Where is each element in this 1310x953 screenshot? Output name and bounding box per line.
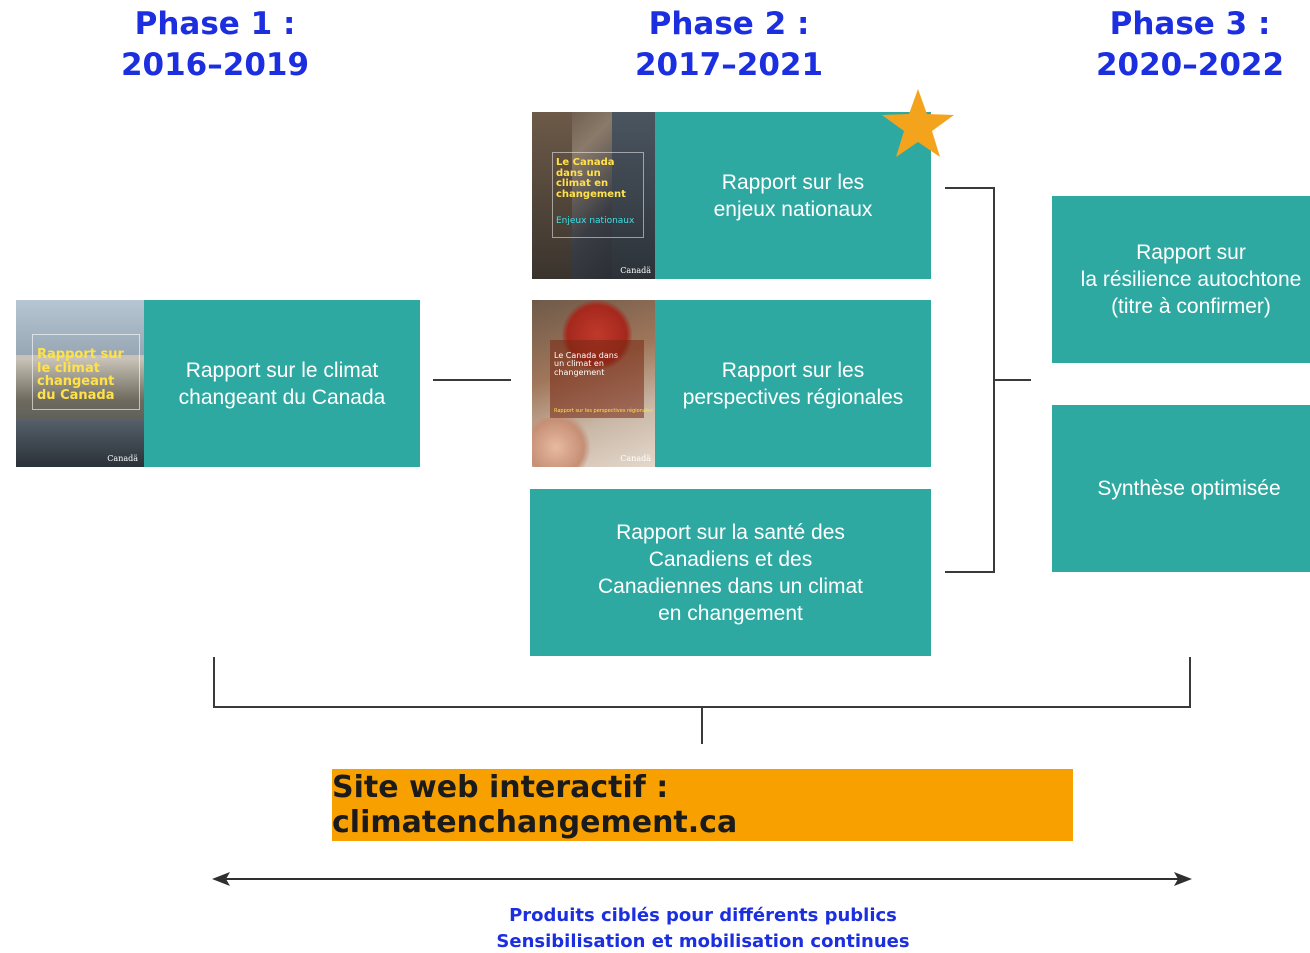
cover-title: Le Canada dans un climat en changement [556, 157, 626, 200]
footer-line-1: Produits ciblés pour différents publics [509, 905, 897, 926]
website-bracket-right [1189, 657, 1191, 708]
synthesis-box[interactable]: Synthèse optimisée [1052, 405, 1310, 572]
phase-1-heading: Phase 1 : 2016–2019 [65, 4, 365, 86]
website-bracket-left [213, 657, 215, 708]
phase-3-label: Phase 3 : [1109, 6, 1271, 42]
double-arrow-icon [212, 872, 1192, 886]
phase-3-years: 2020–2022 [1095, 47, 1285, 83]
phase-2-label: Phase 2 : [648, 6, 810, 42]
bracket-top [945, 187, 995, 189]
cover-subtitle: Rapport sur les perspectives régionales [554, 408, 653, 414]
cover-title: Rapport sur le climat changeant du Canad… [37, 347, 124, 403]
report-label: Rapport sur le climat changeant du Canad… [178, 358, 386, 409]
report-label: Rapport sur la santé des Canadiens et de… [597, 520, 863, 625]
connector-phase2-phase3 [993, 379, 1031, 381]
connector-phase1-phase2 [433, 379, 511, 381]
report-label: Rapport sur les perspectives régionales [682, 358, 904, 409]
report-box-national[interactable]: Rapport sur les enjeux nationaux [655, 112, 931, 279]
report-box-regional[interactable]: Rapport sur les perspectives régionales [655, 300, 931, 467]
report-label: Rapport sur les enjeux nationaux [713, 170, 873, 221]
report-box-indigenous[interactable]: Rapport sur la résilience autochtone (ti… [1052, 196, 1310, 363]
website-banner[interactable]: Site web interactif : climatenchangement… [332, 769, 1073, 841]
phase-2-years: 2017–2021 [634, 47, 824, 83]
report-cover-national: Le Canada dans un climat en changement E… [532, 112, 655, 279]
phase-1-label: Phase 1 : [134, 6, 296, 42]
footer-line-2: Sensibilisation et mobilisation continue… [496, 931, 910, 952]
report-box-health[interactable]: Rapport sur la santé des Canadiens et de… [530, 489, 931, 656]
phase-2-heading: Phase 2 : 2017–2021 [579, 4, 879, 86]
star-icon [882, 89, 954, 157]
canada-logo: Canadä [107, 454, 138, 463]
cover-title: Le Canada dans un climat en changement [554, 351, 618, 377]
canada-logo: Canadä [620, 266, 651, 275]
report-box-climate-canada[interactable]: Rapport sur le climat changeant du Canad… [144, 300, 420, 467]
website-bracket-stem [701, 706, 703, 744]
canada-logo: Canadä [620, 454, 651, 463]
synthesis-label: Synthèse optimisée [1097, 477, 1281, 500]
report-label: Rapport sur la résilience autochtone (ti… [1080, 241, 1302, 318]
report-cover-climate-canada: Rapport sur le climat changeant du Canad… [16, 300, 144, 467]
bracket-bottom [945, 571, 995, 573]
phase-1-years: 2016–2019 [120, 47, 310, 83]
website-label: Site web interactif : climatenchangement… [332, 770, 738, 840]
phase-3-heading: Phase 3 : 2020–2022 [1040, 4, 1310, 86]
report-cover-regional: Le Canada dans un climat en changement R… [532, 300, 655, 467]
cover-subtitle: Enjeux nationaux [556, 216, 635, 226]
